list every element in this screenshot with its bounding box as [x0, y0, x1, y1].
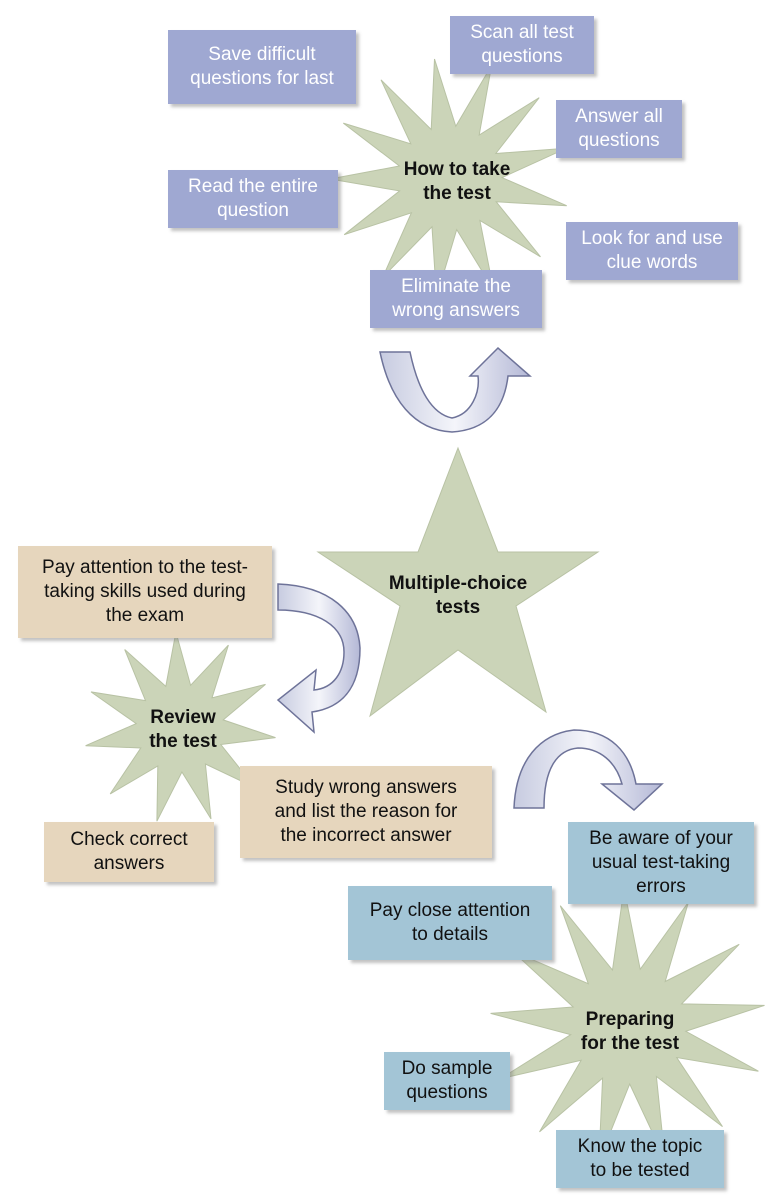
read-entire-box: Read the entire question: [168, 170, 338, 228]
how-to-take-label: How to take the test: [403, 159, 511, 204]
save-difficult-box: Save difficult questions for last: [168, 30, 356, 104]
preparing-burst: [490, 888, 765, 1162]
review-burst: [85, 631, 276, 822]
eliminate-box: Eliminate the wrong answers: [370, 270, 542, 328]
curved-arrow-icon: [379, 346, 532, 433]
preparing-label: Preparing for the test: [580, 1009, 680, 1054]
multiple-choice-star: [316, 446, 600, 718]
review-label: Review the test: [149, 707, 217, 752]
be-aware-box: Be aware of your usual test-taking error…: [568, 822, 754, 904]
curved-arrow-icon: [276, 583, 361, 734]
curved-arrow-icon: [513, 729, 664, 811]
do-sample-box: Do sample questions: [384, 1052, 510, 1110]
know-topic-box: Know the topic to be tested: [556, 1130, 724, 1188]
study-wrong-box: Study wrong answers and list the reason …: [240, 766, 492, 858]
check-correct-box: Check correct answers: [44, 822, 214, 882]
answer-all-box: Answer all questions: [556, 100, 682, 158]
pay-close-box: Pay close attention to details: [348, 886, 552, 960]
multiple-choice-label: Multiple-choice tests: [388, 573, 528, 618]
look-for-clue-box: Look for and use clue words: [566, 222, 738, 280]
pay-attention-skills-box: Pay attention to the test- taking skills…: [18, 546, 272, 638]
scan-all-box: Scan all test questions: [450, 16, 594, 74]
how-to-take-burst: [329, 58, 567, 298]
